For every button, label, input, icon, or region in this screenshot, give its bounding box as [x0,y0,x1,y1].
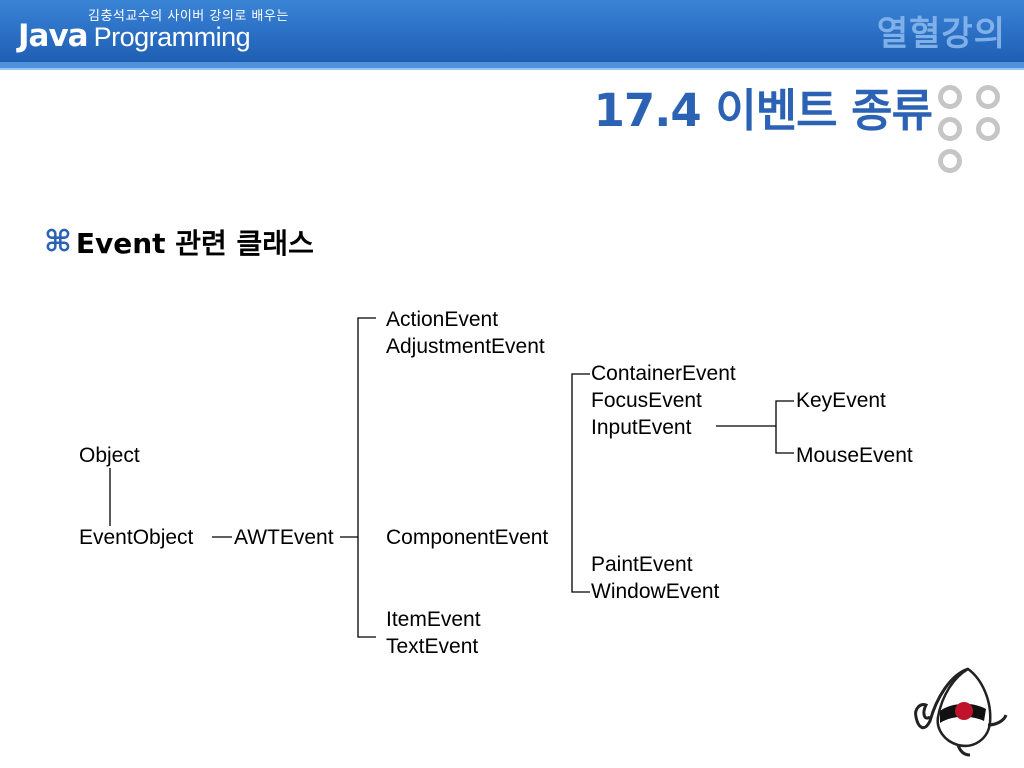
bracket-component-children [571,373,590,593]
header-rule [0,62,1024,68]
node-container-event: ContainerEvent [591,362,736,385]
command-key-icon: ⌘ [44,224,72,260]
decor-ring-icon [976,117,1000,141]
bullet-heading: ⌘Event 관련 클래스 [44,222,314,262]
header-subtitle: 김충석교수의 사이버 강의로 배우는 [88,9,289,24]
decor-ring-icon [938,85,962,109]
node-input-event: InputEvent [591,416,692,439]
brand-java-text: Java [18,18,89,54]
decor-ring-icon [938,117,962,141]
bracket-awt-children [357,317,376,638]
bullet-text: Event 관련 클래스 [75,227,314,260]
node-window-event: WindowEvent [591,580,720,603]
node-action-event: ActionEvent [386,308,499,331]
brand-programming-text: Programming [93,22,251,52]
node-object: Object [79,444,140,467]
series-tag: 열혈강의 [876,14,1006,54]
decor-ring-icon [938,149,962,173]
header-rule-light [0,68,1024,70]
node-event-object: EventObject [79,526,194,549]
node-text-event: TextEvent [386,635,479,658]
node-component-event: ComponentEvent [386,526,549,549]
node-awt-event: AWTEvent [234,526,334,549]
node-key-event: KeyEvent [796,389,886,412]
node-adjustment-event: AdjustmentEvent [386,335,545,358]
node-paint-event: PaintEvent [591,553,693,576]
slide-title: 17.4 이벤트 종류 [593,84,933,137]
bracket-input-children [775,400,794,454]
node-focus-event: FocusEvent [591,389,702,412]
java-duke-mascot-icon [914,667,1008,757]
node-item-event: ItemEvent [386,608,481,631]
node-mouse-event: MouseEvent [796,444,913,467]
decor-ring-icon [976,85,1000,109]
